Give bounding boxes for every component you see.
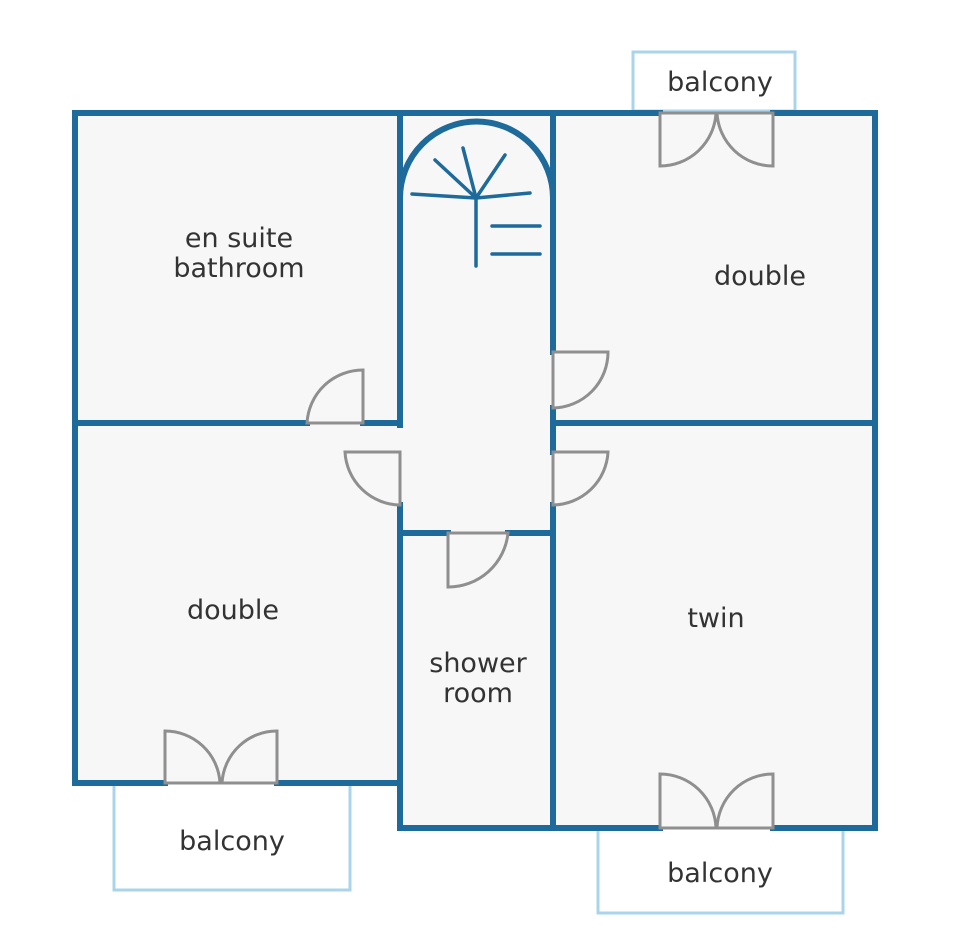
room-label-double-bottom-left: double	[187, 595, 279, 626]
door-shower-room[interactable]	[446, 531, 510, 589]
room-label-shower-line1: shower	[429, 648, 527, 679]
single-door-icon	[551, 350, 610, 410]
door-top-right-double[interactable]	[551, 350, 610, 410]
single-door-icon	[343, 450, 402, 507]
double-door-icon	[658, 111, 718, 168]
room-label-double-top-right: double	[714, 261, 806, 292]
door-twin[interactable]	[551, 450, 610, 507]
walls	[72, 110, 878, 831]
balcony-bottom-right[interactable]: balcony	[596, 826, 845, 915]
balcony-bottom-left-label: balcony	[179, 826, 285, 857]
balcony-bottom-right-label: balcony	[667, 858, 773, 889]
door-en-suite[interactable]	[305, 368, 365, 425]
room-en-suite-bathroom: en suite bathroom	[173, 223, 304, 284]
balcony-top[interactable]: balcony	[631, 50, 797, 113]
double-door-icon	[658, 772, 718, 830]
room-shower-room: shower room	[429, 648, 527, 709]
single-door-icon	[551, 450, 610, 507]
door-top-balcony[interactable]	[658, 111, 775, 168]
balcony-bottom-left[interactable]: balcony	[112, 781, 352, 892]
single-door-icon	[305, 368, 365, 425]
single-door-icon	[446, 531, 510, 589]
door-bottom-left-double[interactable]	[343, 450, 402, 507]
room-label-twin: twin	[687, 603, 744, 634]
room-label-shower-line2: room	[443, 678, 513, 709]
room-label-en-suite-line2: bathroom	[173, 253, 304, 284]
door-bottom-left-balcony[interactable]	[163, 729, 279, 785]
door-bottom-right-balcony[interactable]	[658, 772, 775, 830]
room-label-en-suite-line1: en suite	[185, 223, 293, 254]
spiral-staircase-icon	[396, 118, 557, 268]
balcony-top-label: balcony	[667, 67, 773, 98]
double-door-icon	[163, 729, 222, 785]
